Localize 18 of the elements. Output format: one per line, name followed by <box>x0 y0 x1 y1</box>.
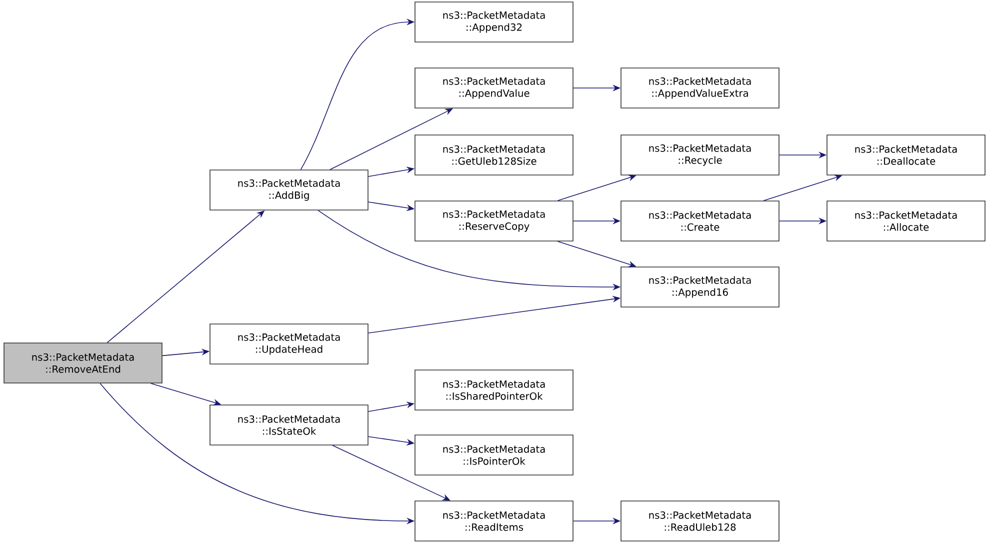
function-box: ns3::PacketMetadata ::Append16 <box>620 266 780 308</box>
function-box: ns3::PacketMetadata ::RemoveAtEnd <box>4 342 162 384</box>
function-box: ns3::PacketMetadata ::Append32 <box>414 2 574 42</box>
function-box: ns3::PacketMetadata ::AddBig <box>210 170 368 210</box>
function-box: ns3::PacketMetadata ::GetUleb128Size <box>414 134 574 176</box>
function-box: ns3::PacketMetadata ::Recycle <box>620 134 780 176</box>
function-box: ns3::PacketMetadata ::Deallocate <box>826 134 986 176</box>
function-box: ns3::PacketMetadata ::AppendValue <box>414 68 574 108</box>
function-box: ns3::PacketMetadata ::IsSharedPointerOk <box>414 370 574 410</box>
function-box: ns3::PacketMetadata ::UpdateHead <box>210 324 368 364</box>
function-box: ns3::PacketMetadata ::IsPointerOk <box>414 434 574 476</box>
function-box: ns3::PacketMetadata ::Create <box>620 200 780 242</box>
function-box: ns3::PacketMetadata ::Allocate <box>826 200 986 242</box>
function-box: ns3::PacketMetadata ::ReserveCopy <box>414 200 574 242</box>
function-box: ns3::PacketMetadata ::AppendValueExtra <box>620 68 780 108</box>
function-box: ns3::PacketMetadata ::ReadItems <box>414 500 574 542</box>
function-box: ns3::PacketMetadata ::IsStateOk <box>210 404 368 446</box>
function-box: ns3::PacketMetadata ::ReadUleb128 <box>620 500 780 542</box>
